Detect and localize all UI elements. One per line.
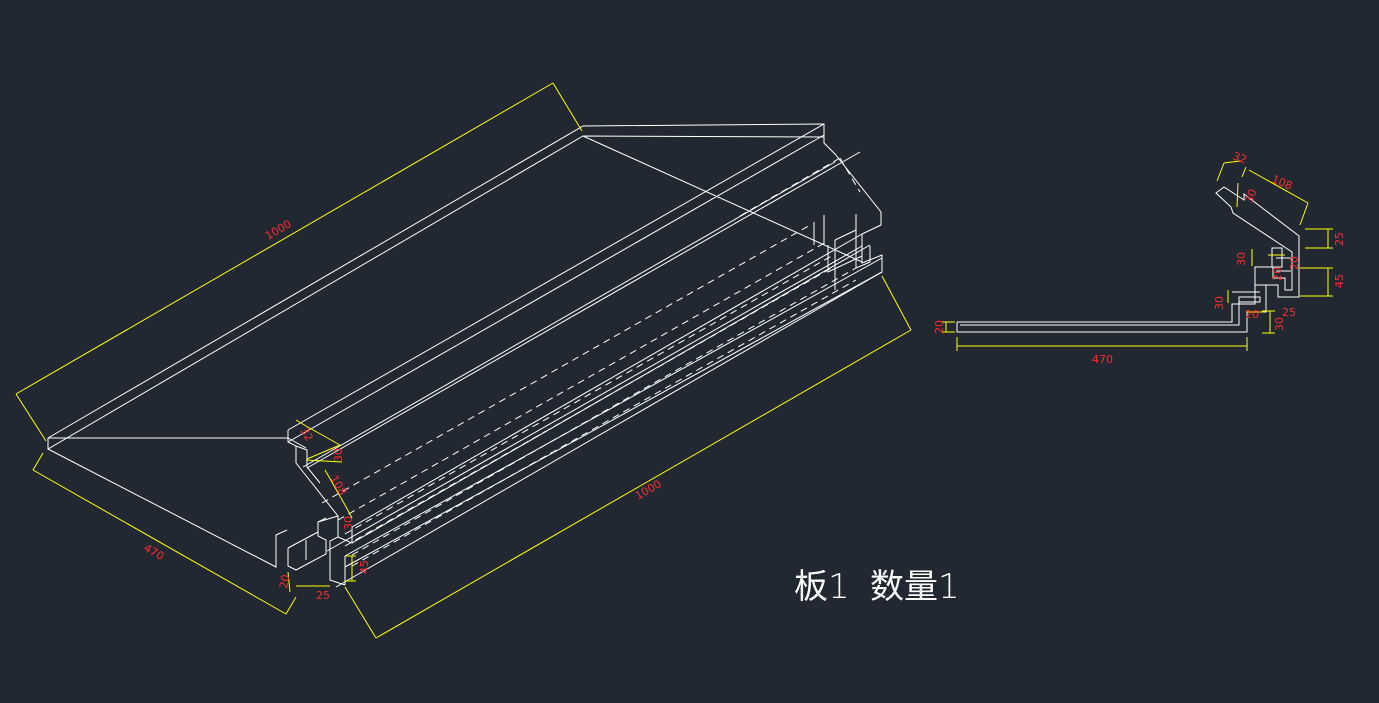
- section-dim-20c: 20: [1245, 308, 1259, 321]
- iso-dim-25: 25: [316, 589, 330, 602]
- iso-plate-outline: [47, 123, 883, 588]
- section-dim-25b: 25: [1282, 306, 1296, 319]
- iso-hidden-lines: [321, 157, 861, 567]
- iso-dim-30a: 30: [332, 448, 345, 462]
- section-dimension-lines: [941, 160, 1333, 351]
- iso-dim-30b: 30: [342, 516, 355, 530]
- section-dim-108: 108: [1270, 173, 1294, 193]
- section-dim-30c: 30: [1213, 296, 1226, 310]
- section-dim-25a: 25: [1333, 232, 1346, 246]
- iso-dim-width: 470: [142, 541, 167, 563]
- part-name: 板1: [794, 567, 850, 607]
- isometric-view: 1000 470 1000 32 30 108 30 45 20 25: [15, 82, 912, 639]
- iso-top-face-lines: [287, 123, 883, 568]
- iso-dim-20: 20: [277, 573, 292, 589]
- part-label: 板1 数量1: [794, 567, 960, 607]
- section-dim-20b: 20: [1271, 267, 1284, 281]
- section-dim-32: 32: [1231, 150, 1249, 167]
- section-dim-20-left: 20: [933, 320, 946, 334]
- part-quantity: 数量1: [870, 567, 960, 607]
- section-dimension-texts: 470 20 32 30 108 25 30 20 20 45 30 25 20…: [933, 150, 1346, 366]
- section-dim-width: 470: [1092, 353, 1113, 366]
- iso-dim-108: 108: [327, 473, 349, 498]
- section-dim-20a: 20: [1288, 256, 1301, 270]
- section-profile-outline: [956, 186, 1300, 333]
- iso-dim-45: 45: [358, 560, 371, 574]
- section-dim-30a: 30: [1243, 187, 1260, 205]
- iso-dimension-lines: [15, 82, 912, 639]
- section-view: 470 20 32 30 108 25 30 20 20 45 30 25 20…: [933, 150, 1346, 366]
- iso-dim-32: 32: [297, 425, 315, 444]
- section-dim-45: 45: [1333, 274, 1346, 288]
- section-dim-30d: 30: [1273, 317, 1286, 331]
- section-dim-30b: 30: [1235, 252, 1248, 266]
- iso-end-profile: [287, 214, 871, 586]
- iso-dim-length-top: 1000: [263, 217, 294, 242]
